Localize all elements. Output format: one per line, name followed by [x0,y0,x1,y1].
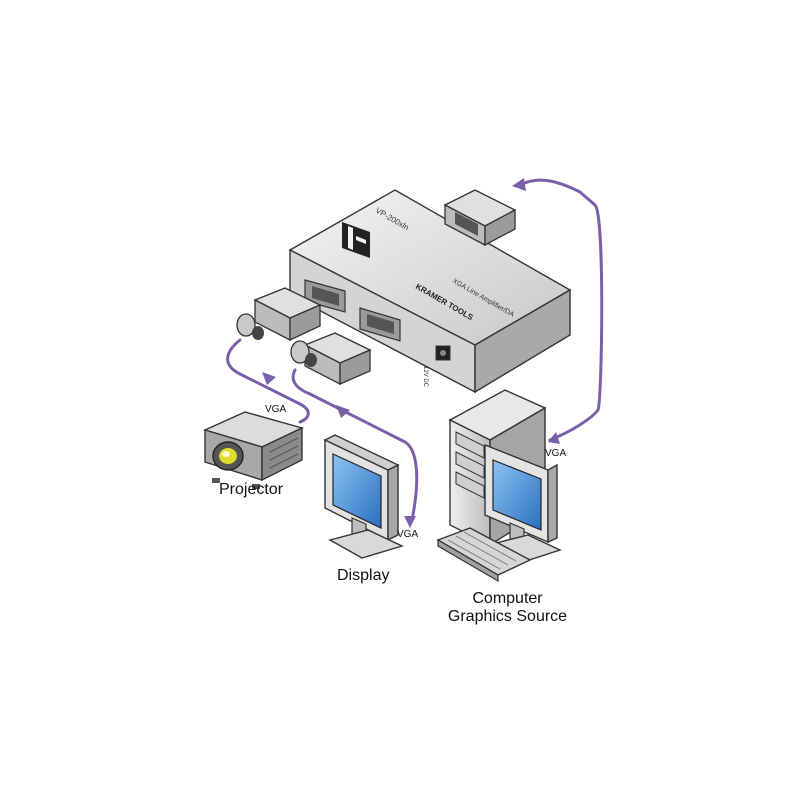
projector [202,411,304,489]
display-label: Display [337,567,390,584]
vga-output-connector-2 [290,332,372,386]
kramer-logo [342,222,370,258]
arrow-to-display [336,405,350,418]
computer-vga-label: VGA [545,448,567,459]
vga-input-connector [443,189,517,247]
computer-monitor [484,443,562,564]
power-label-text: 12V DC [422,366,428,388]
display-screen [332,453,382,529]
arrow-to-device-input [512,178,526,191]
arrow-computer-end [548,432,560,444]
projector-label: Projector [219,481,284,498]
display-vga-label: VGA [397,529,419,540]
arrow-display-end [404,516,416,528]
arrow-to-projector [262,372,276,385]
projector-vga-label: VGA [265,404,287,415]
vga-output-connector-1 [236,287,322,342]
display-monitor [323,434,404,559]
line-amplifier-device: VP-200xln XGA Line Amplifier/DA KRAMER T… [288,189,572,394]
power-jack [435,345,451,361]
computer-screen [492,459,542,531]
cable-to-display [291,368,419,522]
computer-label-line2: Graphics Source [447,608,568,625]
vga-input-port [304,279,346,313]
device-side-face [474,288,571,394]
computer-label-line1: Computer [472,590,543,607]
computer-keyboard [436,527,532,583]
cable-from-computer [518,178,604,442]
display-stand [328,529,404,559]
computer-label: Computer Graphics Source [440,590,575,626]
cable-to-projector [226,338,310,424]
vga-output-port-1 [359,307,401,342]
